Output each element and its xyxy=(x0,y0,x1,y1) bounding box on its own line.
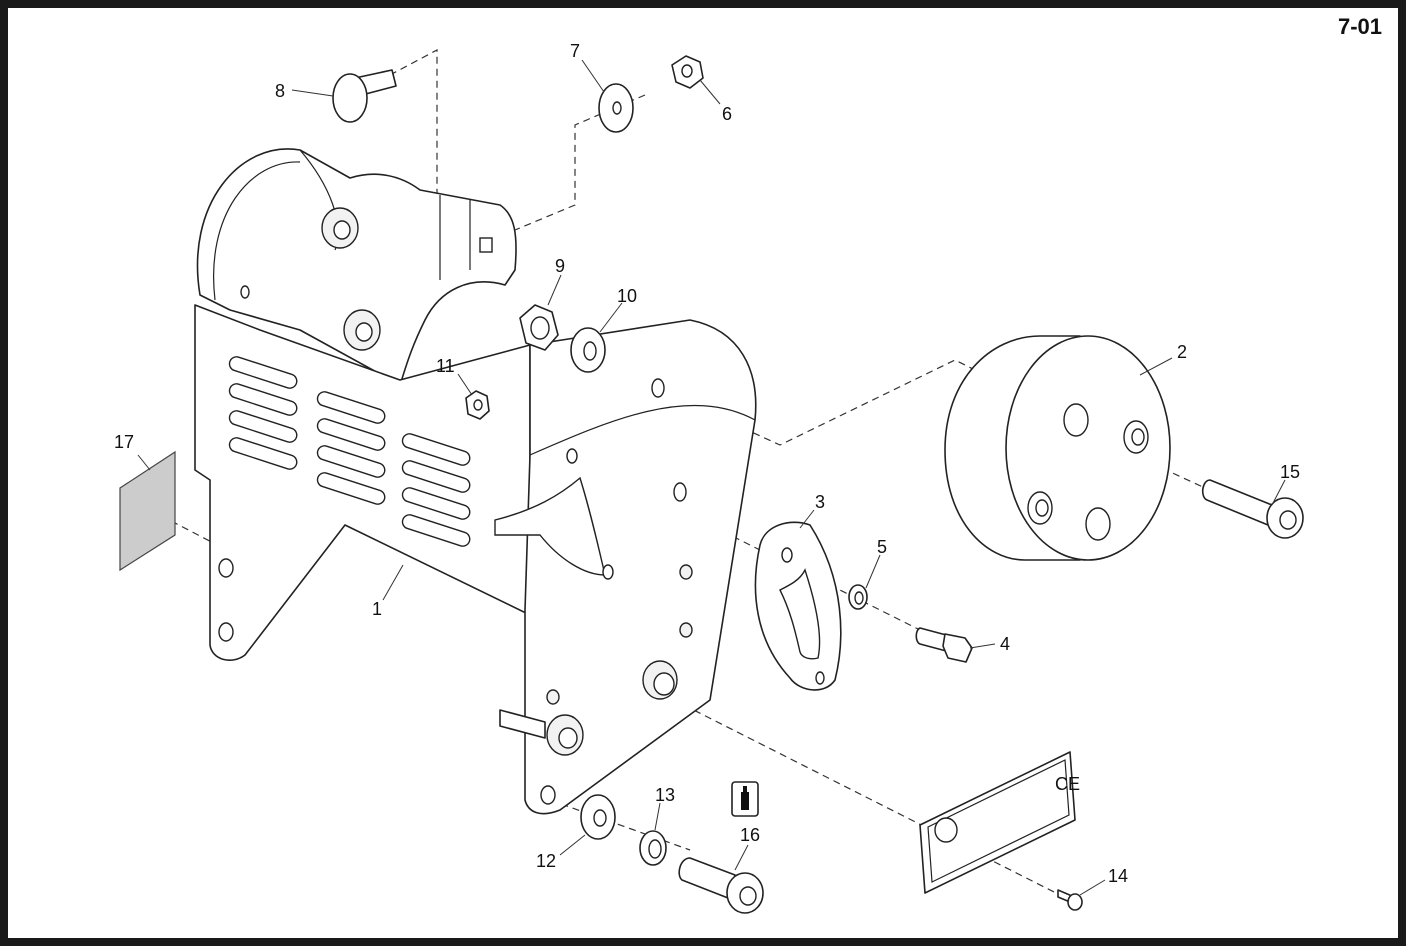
callout-13: 13 xyxy=(655,785,675,805)
leader-lines xyxy=(137,59,1286,896)
nut-part-9 xyxy=(519,304,559,351)
washer-part-10 xyxy=(570,327,606,373)
callout-5: 5 xyxy=(877,537,887,557)
weight-part-2 xyxy=(944,335,1171,561)
cap-screw-part-16 xyxy=(678,857,764,914)
cap-screw-part-15 xyxy=(1201,479,1304,539)
screw-part-14 xyxy=(1057,889,1083,911)
callout-11: 11 xyxy=(436,356,455,376)
nut-part-11 xyxy=(465,390,490,420)
callout-10: 10 xyxy=(617,286,637,306)
callout-9: 9 xyxy=(555,256,565,276)
hex-bolt-part-4 xyxy=(915,627,973,663)
callout-6: 6 xyxy=(722,104,732,124)
washer-part-5 xyxy=(848,584,868,610)
sticker-part-17 xyxy=(119,450,176,572)
washer-part-7 xyxy=(598,83,634,133)
callout-16: 16 xyxy=(740,825,760,845)
bracket-part-1 xyxy=(194,148,757,815)
callout-15: 15 xyxy=(1280,462,1300,482)
callout-2: 2 xyxy=(1177,342,1187,362)
callout-4: 4 xyxy=(1000,634,1010,654)
callout-8: 8 xyxy=(275,81,285,101)
callout-labels: 1 2 3 4 5 6 7 8 9 10 11 12 13 14 15 16 1… xyxy=(114,41,1300,886)
vent-slots xyxy=(228,356,471,547)
ce-mark: CE xyxy=(1055,774,1080,794)
carriage-bolt-part-8 xyxy=(332,69,397,123)
washer-part-12 xyxy=(580,794,616,840)
page-number: 7-01 xyxy=(1337,14,1382,39)
callout-3: 3 xyxy=(815,492,825,512)
callout-12: 12 xyxy=(536,851,556,871)
threadlocker-icon xyxy=(731,781,759,817)
callout-1: 1 xyxy=(372,599,382,619)
callout-7: 7 xyxy=(570,41,580,61)
callout-17: 17 xyxy=(114,432,134,452)
callout-14: 14 xyxy=(1108,866,1128,886)
arc-bracket-part-3 xyxy=(754,521,842,691)
nameplate: CE xyxy=(919,751,1080,894)
lock-washer-part-13 xyxy=(639,830,667,866)
nut-part-6 xyxy=(671,55,704,89)
